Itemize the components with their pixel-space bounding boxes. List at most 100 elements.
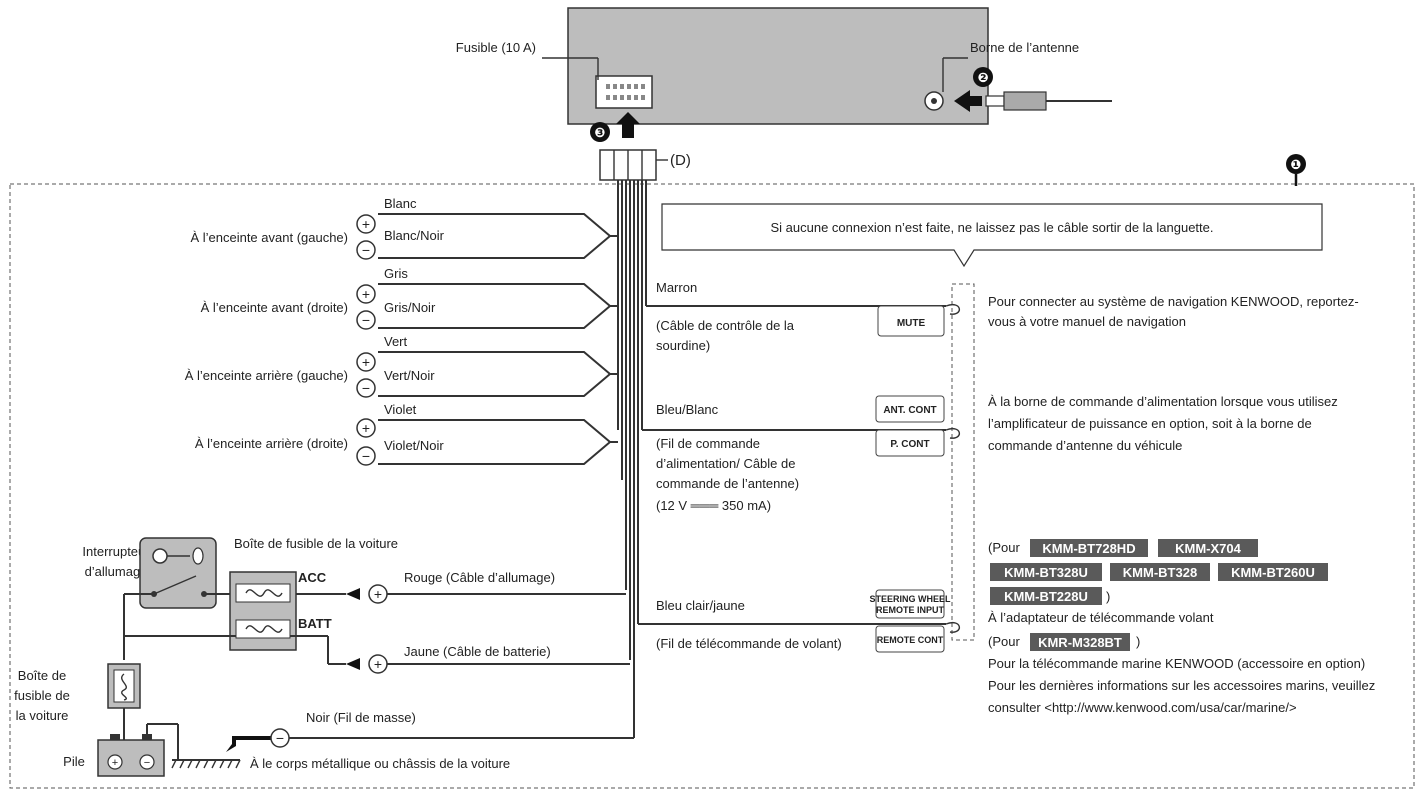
svg-text:(Pour: (Pour — [988, 540, 1020, 555]
steering-wheel-badge — [875, 589, 945, 619]
minus-icon — [356, 310, 376, 330]
svg-text:REMOTE CONT: REMOTE CONT — [877, 635, 944, 645]
ground-label: À le corps métallique ou châssis de la v… — [250, 756, 510, 771]
connector-d-label: (D) — [670, 152, 691, 169]
power-section: Interrupteur d’allumage Boîte de fusible… — [14, 536, 635, 777]
svg-text:−: − — [144, 757, 150, 769]
battery-icon — [97, 739, 165, 777]
svg-text:): ) — [1106, 589, 1110, 604]
svg-text:la voiture: la voiture — [16, 708, 69, 723]
wire-color-minus: Gris/Noir — [384, 300, 436, 315]
ignition-switch-icon — [139, 537, 217, 609]
svg-text:l’amplificateur de puissance e: l’amplificateur de puissance en option, … — [988, 416, 1312, 431]
svg-text:vous à votre manuel de navigat: vous à votre manuel de navigation — [988, 314, 1186, 329]
svg-text:(Câble de contrôle de la: (Câble de contrôle de la — [656, 318, 795, 333]
pcont-color: Bleu/Blanc — [656, 402, 719, 417]
speaker-front-left: + − Blanc Blanc/Noir À l’enceinte avant … — [190, 196, 618, 260]
wire-color-minus: Blanc/Noir — [384, 228, 445, 243]
step-1-number: ❶ — [1290, 157, 1301, 172]
svg-text:+: + — [362, 354, 370, 370]
speaker-target: À l’enceinte avant (droite) — [201, 300, 348, 315]
mute-badge — [877, 305, 945, 337]
svg-text:): ) — [1136, 634, 1140, 649]
speaker-target: À l’enceinte arrière (gauche) — [185, 368, 348, 383]
antenna-plug-tip — [985, 95, 1005, 107]
svg-text:Pile: Pile — [63, 754, 85, 769]
plus-icon — [356, 352, 376, 372]
svg-text:Pour la télécommande marine KE: Pour la télécommande marine KENWOOD (acc… — [988, 656, 1365, 671]
arrow-left-icon — [954, 90, 982, 112]
svg-text:−: − — [362, 312, 370, 328]
svg-text:Pour connecter au système de n: Pour connecter au système de navigation … — [988, 294, 1359, 309]
key-icon — [152, 548, 168, 564]
step-1-badge — [1286, 154, 1306, 174]
svg-text:REMOTE INPUT: REMOTE INPUT — [876, 605, 945, 615]
wire-bundle — [617, 180, 647, 730]
svg-text:(12 V ═══ 350 mA): (12 V ═══ 350 mA) — [656, 498, 771, 513]
svg-text:+: + — [112, 757, 118, 769]
speaker-rear-right: + − Violet Violet/Noir À l’enceinte arri… — [195, 402, 618, 466]
p-cont-badge — [875, 429, 945, 457]
svg-text:À l’adaptateur de télécommande: À l’adaptateur de télécommande volant — [988, 610, 1214, 625]
steering-wire-group: STEERING WHEEL REMOTE INPUT REMOTE CONT … — [638, 539, 1375, 715]
minus-icon — [356, 378, 376, 398]
svg-text:KMM-BT728HD: KMM-BT728HD — [1042, 541, 1135, 556]
black-wire-label: Noir (Fil de masse) — [306, 710, 416, 725]
step-2-badge — [973, 67, 993, 87]
svg-text:MUTE: MUTE — [897, 318, 926, 329]
wire-color-plus: Blanc — [384, 196, 417, 211]
mute-color: Marron — [656, 280, 697, 295]
yellow-wire-label: Jaune (Câble de batterie) — [404, 644, 551, 659]
mute-wire-group: MUTE Marron (Câble de contrôle de la sou… — [646, 280, 1359, 353]
svg-text:ANT. CONT: ANT. CONT — [883, 405, 936, 416]
antenna-socket-pin — [931, 98, 937, 104]
minus-icon — [356, 446, 376, 466]
svg-text:consulter <http://www.kenwood.: consulter <http://www.kenwood.com/usa/ca… — [988, 700, 1297, 715]
svg-text:(Fil de télécommande de volant: (Fil de télécommande de volant) — [656, 636, 842, 651]
minus-icon — [356, 240, 376, 260]
svg-text:+: + — [374, 586, 382, 602]
plus-icon — [356, 418, 376, 438]
wire-color-plus: Gris — [384, 266, 408, 281]
callout-bubble — [661, 203, 1323, 268]
step-2-number: ❷ — [977, 70, 988, 85]
svg-text:STEERING WHEEL: STEERING WHEEL — [869, 594, 951, 604]
svg-text:BATT: BATT — [298, 616, 332, 631]
svg-text:fusible de: fusible de — [14, 688, 70, 703]
svg-text:d’alimentation/ Câble de: d’alimentation/ Câble de — [656, 456, 795, 471]
svg-text:KMM-BT328U: KMM-BT328U — [1004, 565, 1088, 580]
svg-text:KMR-M328BT: KMR-M328BT — [1038, 635, 1122, 650]
svg-text:Boîte de fusible de la voiture: Boîte de fusible de la voiture — [234, 536, 398, 551]
remote-cont-badge — [875, 625, 945, 653]
wire-color-plus: Vert — [384, 334, 408, 349]
svg-text:KMM-BT228U: KMM-BT228U — [1004, 589, 1088, 604]
svg-text:Pour les dernières information: Pour les dernières informations sur les … — [988, 678, 1375, 693]
wire-color-minus: Vert/Noir — [384, 368, 435, 383]
svg-text:Boîte de: Boîte de — [18, 668, 66, 683]
fuse-label: Fusible (10 A) — [456, 40, 536, 55]
arrow-up-icon — [616, 112, 640, 138]
speaker-target: À l’enceinte arrière (droite) — [195, 436, 348, 451]
svg-text:sourdine): sourdine) — [656, 338, 710, 353]
svg-text:KMM-X704: KMM-X704 — [1175, 541, 1242, 556]
steering-color: Bleu clair/jaune — [656, 598, 745, 613]
svg-text:Interrupteur: Interrupteur — [82, 544, 150, 559]
step-3-badge — [590, 122, 610, 142]
svg-text:−: − — [276, 730, 284, 746]
speaker-rear-left: + − Vert Vert/Noir À l’enceinte arrière … — [185, 334, 618, 398]
svg-text:commande d’antenne du véhicule: commande d’antenne du véhicule — [988, 438, 1182, 453]
svg-text:+: + — [362, 420, 370, 436]
wire-color-minus: Violet/Noir — [384, 438, 444, 453]
antenna-terminal-label: Borne de l’antenne — [970, 40, 1079, 55]
svg-text:commande de l’antenne): commande de l’antenne) — [656, 476, 799, 491]
wire-color-plus: Violet — [384, 402, 417, 417]
svg-text:(Pour: (Pour — [988, 634, 1020, 649]
ground-arrow-icon — [226, 736, 276, 752]
antenna-plug-body — [1003, 91, 1047, 111]
svg-text:KMM-BT260U: KMM-BT260U — [1231, 565, 1315, 580]
svg-text:+: + — [362, 216, 370, 232]
svg-text:KMM-BT328: KMM-BT328 — [1123, 565, 1197, 580]
svg-text:−: − — [362, 242, 370, 258]
